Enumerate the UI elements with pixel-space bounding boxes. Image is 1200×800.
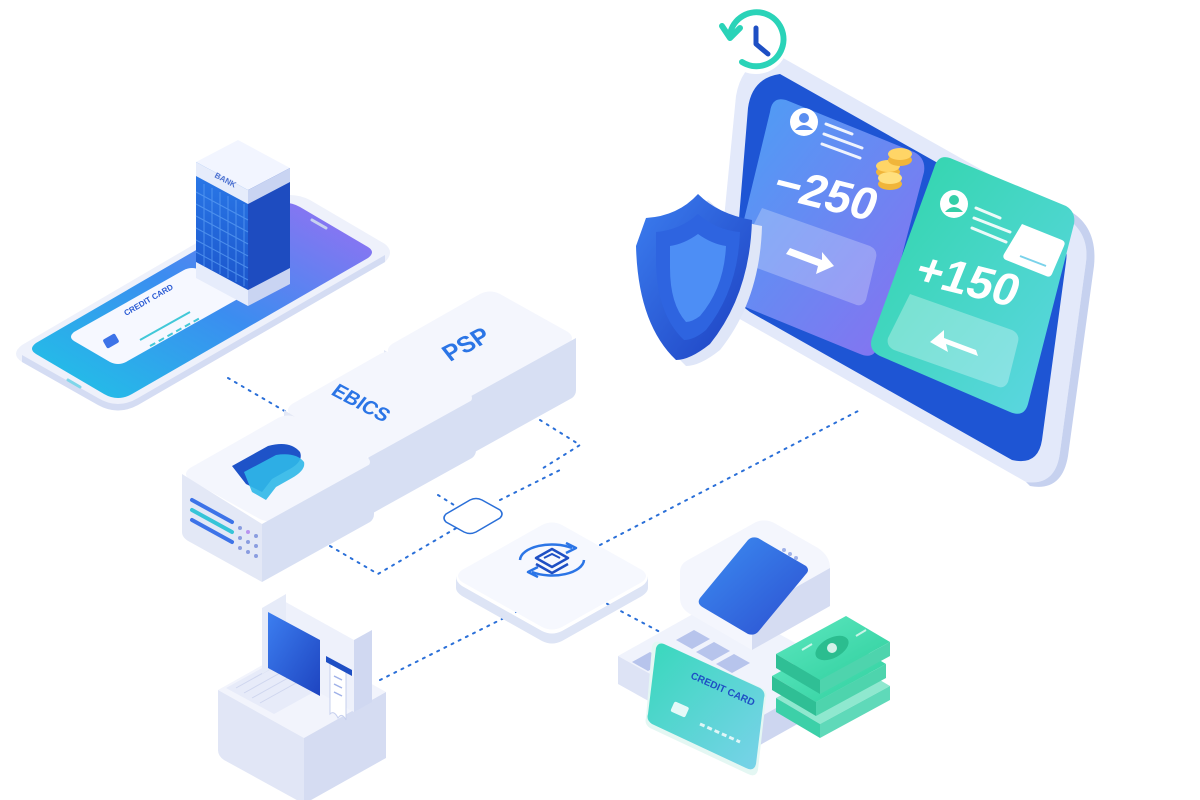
bank-phone: CREDIT CARD BANK — [16, 140, 390, 411]
connection-lines — [227, 377, 861, 681]
incoming-payment-panel: +150 — [871, 157, 1075, 414]
user-icon — [940, 190, 968, 218]
card-icon — [1003, 224, 1065, 277]
history-clock-icon — [719, 9, 788, 74]
connector-tile — [443, 497, 503, 535]
bank-building: BANK — [195, 140, 290, 306]
paypal-logo-icon — [232, 444, 305, 500]
sync-hub-icon — [518, 541, 586, 579]
outgoing-payment-panel: −250 — [727, 99, 925, 356]
arrow-right-icon — [786, 248, 834, 274]
user-icon — [790, 108, 818, 136]
coins-icon — [876, 148, 912, 190]
cash-stack-icon — [772, 616, 890, 738]
shield-icon — [636, 194, 762, 366]
atm-terminal — [218, 594, 386, 800]
paypal-block — [182, 415, 374, 582]
terminal-credit-card: CREDIT CARD — [645, 641, 767, 776]
sync-hub — [456, 522, 648, 644]
banking-tablet: −250 — [717, 54, 1095, 487]
arrow-left-icon — [930, 330, 978, 356]
